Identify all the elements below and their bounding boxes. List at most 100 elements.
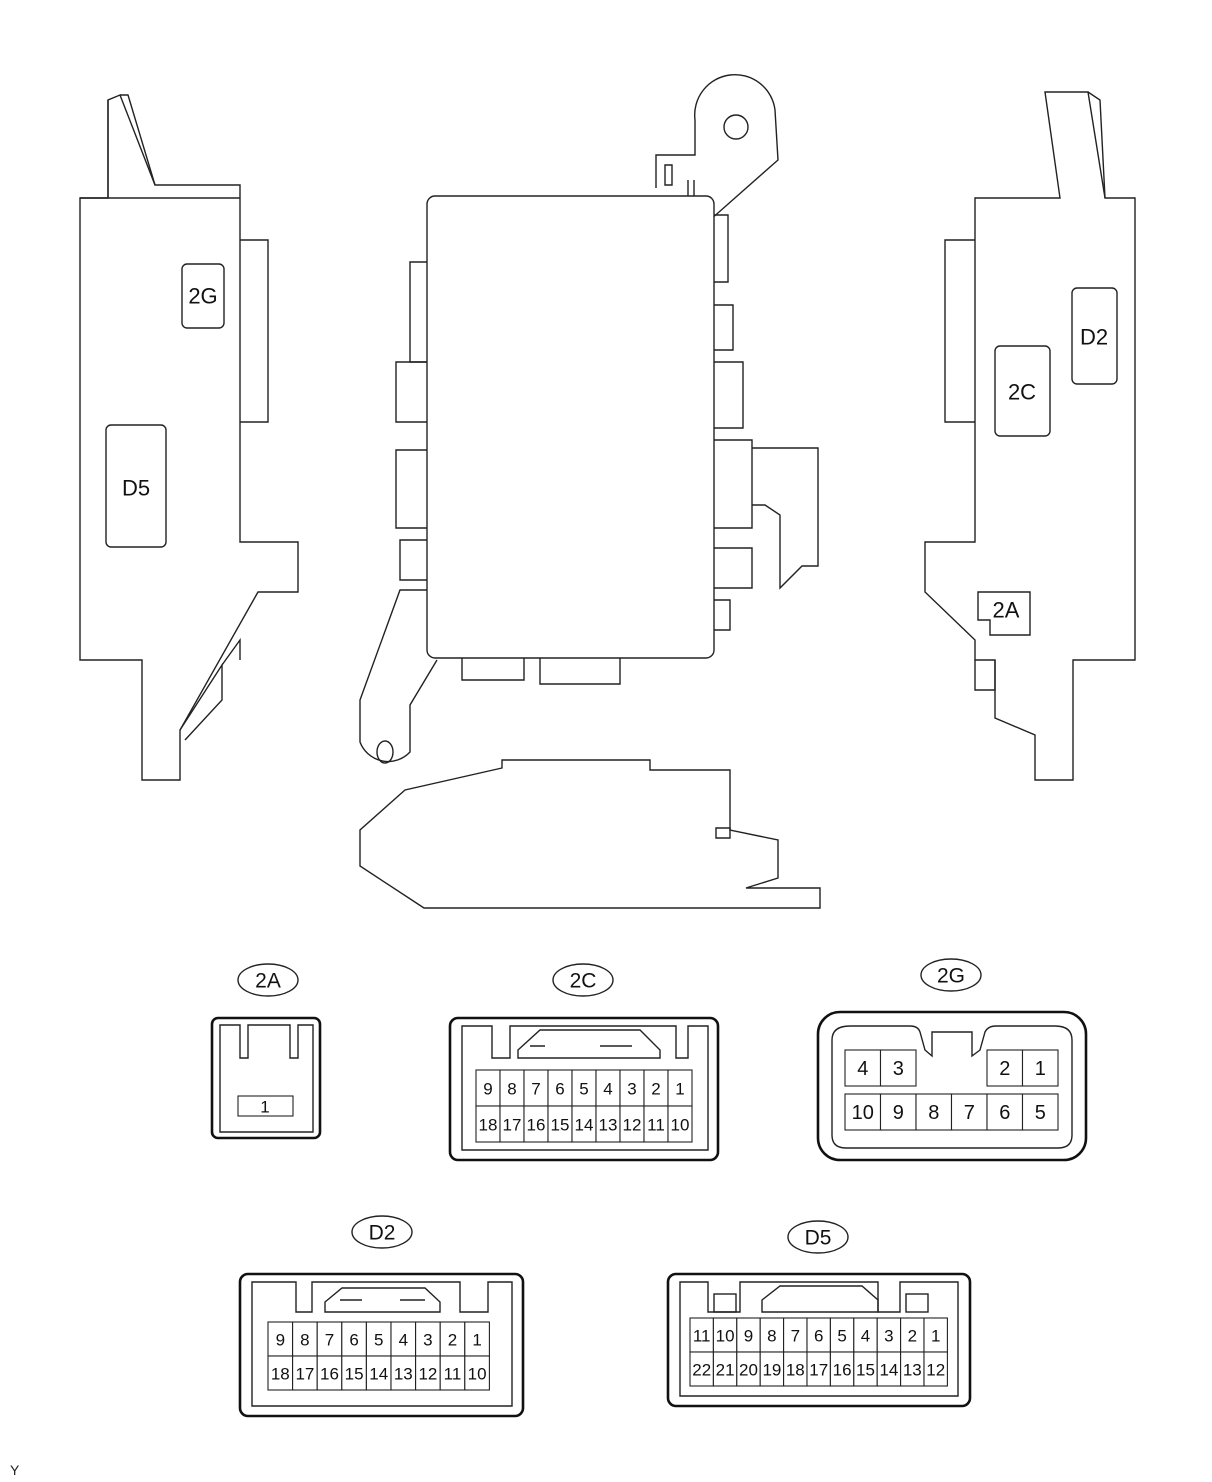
connector-d2-badge xyxy=(351,1215,413,1249)
pin-label: 18 xyxy=(271,1365,290,1384)
pin-cell xyxy=(547,1105,573,1143)
pin-label: 2 xyxy=(448,1331,457,1350)
right-side-view: D2 2C 2A xyxy=(924,91,1136,781)
pin-label: 13 xyxy=(903,1361,922,1380)
right-2c-label: 2C xyxy=(1008,380,1036,405)
pin-label: 15 xyxy=(551,1116,570,1135)
pin-label: 12 xyxy=(418,1365,437,1384)
pin-cell xyxy=(547,1069,573,1107)
pin-cell xyxy=(439,1355,466,1391)
pin-label: 3 xyxy=(423,1331,432,1350)
pin-label: 17 xyxy=(295,1365,314,1384)
pin-label: 14 xyxy=(879,1361,898,1380)
pin-label: 5 xyxy=(579,1080,588,1099)
pin-label: 3 xyxy=(893,1058,904,1080)
connector-2g-badge xyxy=(920,958,982,992)
connector-2a-pin xyxy=(237,1095,294,1117)
pin-label: 6 xyxy=(349,1331,358,1350)
pin-label: 5 xyxy=(1035,1102,1046,1124)
pin-cell xyxy=(499,1069,525,1107)
pin-cell xyxy=(879,1049,917,1087)
pin-label: 11 xyxy=(647,1116,665,1135)
pin-label: 4 xyxy=(399,1331,408,1350)
pin-label: 6 xyxy=(555,1080,564,1099)
pin-cell xyxy=(923,1351,948,1387)
pin-label: 13 xyxy=(599,1116,618,1135)
pin-label: 20 xyxy=(739,1361,758,1380)
pin-label: 7 xyxy=(964,1102,975,1124)
pin-label: 2 xyxy=(908,1327,917,1346)
pin-label: 14 xyxy=(575,1116,594,1135)
pin-label: 1 xyxy=(675,1080,684,1099)
pin-cell xyxy=(523,1069,549,1107)
pin-cell xyxy=(365,1321,392,1357)
left-side-view: 2G D5 xyxy=(79,94,299,781)
pin-label: 15 xyxy=(856,1361,875,1380)
pin-label: 4 xyxy=(861,1327,870,1346)
pin-label: 5 xyxy=(837,1327,846,1346)
pin-cell xyxy=(643,1069,669,1107)
pin-label: 4 xyxy=(603,1080,612,1099)
pin-cell xyxy=(415,1355,441,1391)
pin-label: 17 xyxy=(809,1361,828,1380)
pin-label: 12 xyxy=(926,1361,945,1380)
pin-label: 3 xyxy=(627,1080,636,1099)
corner-mark: Y xyxy=(10,1462,20,1478)
pin-label: 10 xyxy=(852,1102,874,1124)
pin-label: 6 xyxy=(814,1327,823,1346)
pin-label: 11 xyxy=(444,1365,462,1384)
pin-label: 8 xyxy=(928,1102,939,1124)
pin-label: 2 xyxy=(651,1080,660,1099)
pin-cell xyxy=(439,1321,466,1357)
right-d2-outline xyxy=(1071,287,1118,385)
pin-label: 14 xyxy=(369,1365,388,1384)
connector-2g: 2G 4 3 2 1 10 9 8 7 6 5 xyxy=(816,958,1088,1162)
connector-d5-badge xyxy=(787,1220,849,1254)
pin-label: 1 xyxy=(472,1331,481,1350)
pin-label: 4 xyxy=(857,1058,868,1080)
pin-label: 1 xyxy=(1035,1058,1046,1080)
pin-label: 1 xyxy=(931,1327,940,1346)
pin-label: 21 xyxy=(716,1361,735,1380)
connector-2g-pin-grid: 4 3 2 1 10 9 8 7 6 5 xyxy=(844,1049,1059,1131)
pin-label: 2 xyxy=(999,1058,1010,1080)
junction-block-body xyxy=(426,195,715,659)
pin-label: 16 xyxy=(320,1365,339,1384)
pin-label: 10 xyxy=(716,1327,735,1346)
connector-2g-title: 2G xyxy=(937,965,965,988)
pin-label: 18 xyxy=(479,1116,498,1135)
connector-2a-title: 2A xyxy=(255,970,281,993)
right-2a-outline xyxy=(977,591,1031,636)
pin-label: 8 xyxy=(767,1327,776,1346)
pin-label: 6 xyxy=(999,1102,1010,1124)
left-d5-outline xyxy=(105,424,167,548)
pin-cell xyxy=(844,1093,882,1131)
pin-label: 17 xyxy=(503,1116,522,1135)
pin-label: 9 xyxy=(276,1331,285,1350)
pin-cell xyxy=(475,1069,501,1107)
pin-label: 5 xyxy=(374,1331,383,1350)
right-2a-label: 2A xyxy=(993,598,1020,623)
pin-cell xyxy=(464,1355,490,1391)
right-2c-outline xyxy=(994,345,1051,437)
left-2g-label: 2G xyxy=(188,284,217,309)
connector-2a-pin-label: 1 xyxy=(260,1098,269,1117)
pin-cell xyxy=(667,1069,693,1107)
center-view xyxy=(359,73,821,909)
pin-cell xyxy=(595,1069,621,1107)
pin-cell xyxy=(267,1355,294,1391)
pin-label: 7 xyxy=(325,1331,334,1350)
pin-label: 9 xyxy=(893,1102,904,1124)
pin-label: 7 xyxy=(791,1327,800,1346)
pin-cell xyxy=(1021,1049,1059,1087)
left-2g-outline xyxy=(181,263,225,329)
pin-label: 9 xyxy=(483,1080,492,1099)
pin-cell xyxy=(1021,1093,1059,1131)
pin-cell xyxy=(475,1105,501,1143)
